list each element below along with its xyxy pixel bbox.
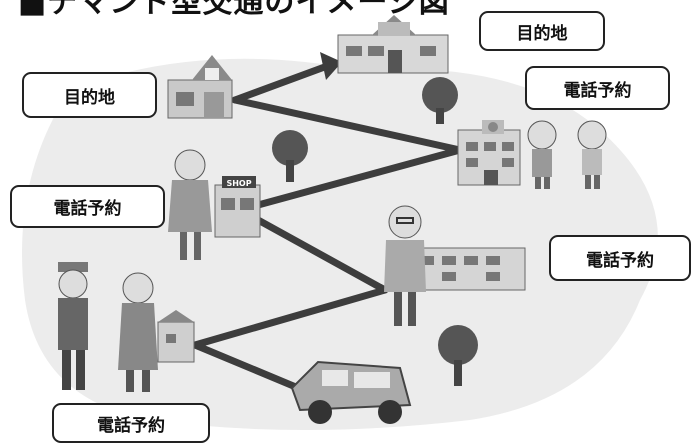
label-destination-left: 目的地 bbox=[22, 72, 157, 118]
shop-sign: SHOP bbox=[226, 179, 251, 188]
arrow-head-icon bbox=[320, 52, 342, 80]
tree-3 bbox=[438, 325, 478, 386]
label-reservation-bottom: 電話予約 bbox=[52, 403, 210, 443]
label-reservation-right: 電話予約 bbox=[549, 235, 691, 281]
elderly-man bbox=[58, 262, 88, 390]
woman-figure bbox=[168, 149, 212, 260]
tree-1 bbox=[422, 77, 458, 124]
restaurant-building bbox=[167, 55, 233, 119]
label-reservation-left: 電話予約 bbox=[10, 185, 165, 228]
child-girl bbox=[577, 120, 607, 189]
elderly-woman bbox=[118, 272, 158, 392]
child-boy bbox=[527, 120, 557, 189]
school-building bbox=[457, 120, 521, 186]
man-with-glasses bbox=[384, 205, 426, 326]
label-reservation-top-right: 電話予約 bbox=[525, 66, 670, 110]
destination-building-top bbox=[337, 15, 449, 74]
route-line bbox=[191, 61, 464, 399]
tree-2 bbox=[272, 130, 308, 182]
van-vehicle bbox=[290, 360, 412, 424]
apartment-building bbox=[409, 247, 526, 291]
shop-building: SHOP bbox=[214, 176, 261, 238]
label-destination-top: 目的地 bbox=[479, 11, 605, 51]
page-title: ■デマンド型交通のイメージ図 bbox=[18, 0, 450, 20]
house-small bbox=[157, 310, 195, 363]
